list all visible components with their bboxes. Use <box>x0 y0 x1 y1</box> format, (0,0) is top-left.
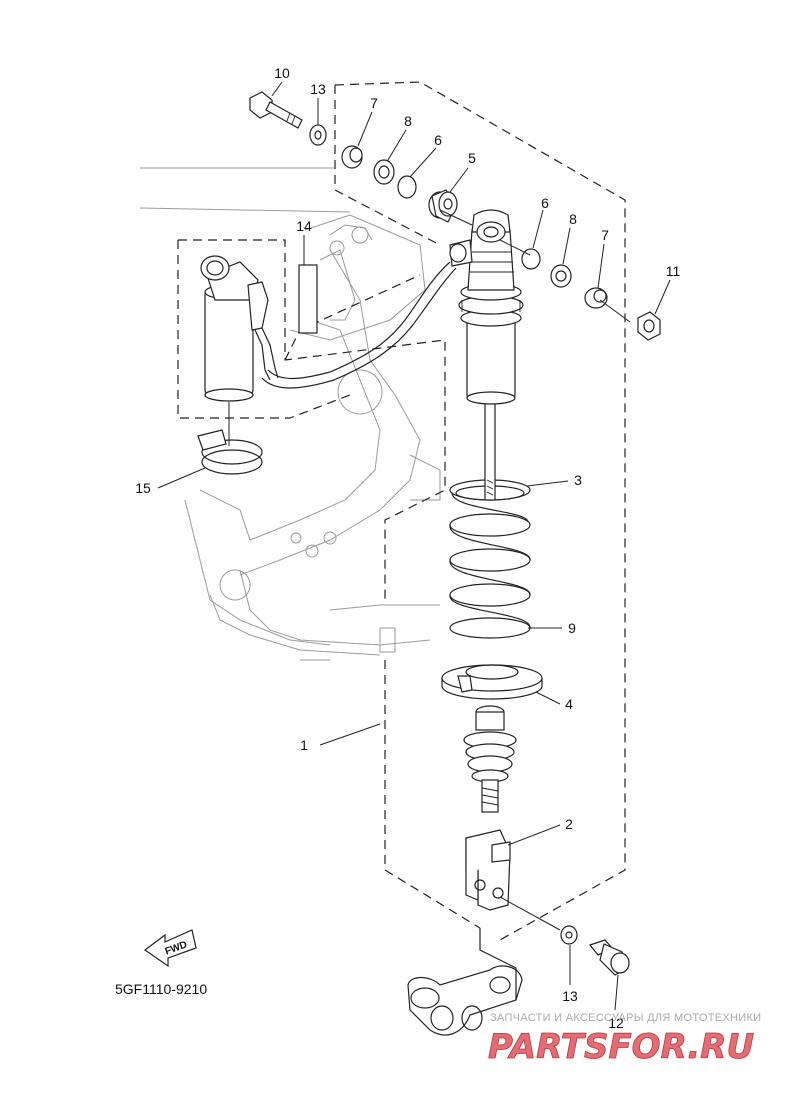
callout-3: 3 <box>574 472 582 488</box>
collar-7-left <box>341 145 363 169</box>
lower-bolt-leader <box>499 896 561 931</box>
nut-11 <box>637 311 661 341</box>
relay-arm <box>407 928 523 1036</box>
callout-11: 11 <box>666 263 681 279</box>
callout-7-right: 7 <box>601 227 609 243</box>
watermark-logo: PARTSFOR.RU <box>488 1027 754 1067</box>
shock-body <box>261 209 524 501</box>
frame-outline <box>139 167 441 661</box>
label-plate <box>298 264 318 334</box>
callout-15: 15 <box>135 480 151 496</box>
callout-8-left: 8 <box>404 113 412 129</box>
bearing-leader <box>439 209 473 226</box>
spring-seat <box>441 664 543 700</box>
callout-7-left: 7 <box>370 95 378 111</box>
callout-2: 2 <box>565 816 573 832</box>
watermark-tagline: ЗАПЧАСТИ И АКСЕССУАРЫ ДЛЯ МОТОТЕХНИКИ <box>490 1012 761 1024</box>
shock-reservoir <box>200 255 279 402</box>
hose-clamp <box>197 429 263 475</box>
callout-numbers: 1 2 3 4 5 6 6 7 7 8 8 9 10 11 12 13 13 1… <box>135 65 680 1031</box>
assembly-boundary <box>177 81 626 941</box>
callout-leaders <box>157 81 671 1011</box>
oil-seal-8-left <box>373 159 395 185</box>
nut-leader <box>599 299 631 323</box>
callout-4: 4 <box>565 696 573 712</box>
lower-clevis <box>465 829 511 911</box>
callout-9: 9 <box>568 620 576 636</box>
head-leader <box>499 239 531 256</box>
lower-shock-body <box>463 705 517 840</box>
bearing-5 <box>428 189 458 223</box>
o-ring-6-right <box>521 248 541 270</box>
callout-10: 10 <box>274 65 290 81</box>
bolt-12 <box>588 939 630 976</box>
callout-6-left: 6 <box>434 132 442 148</box>
callout-13-top: 13 <box>310 81 326 97</box>
callout-1: 1 <box>300 737 308 753</box>
callout-14: 14 <box>296 218 312 234</box>
part-code: 5GF1110-9210 <box>115 981 207 997</box>
shock-spring <box>449 479 531 639</box>
o-ring-6-left <box>397 175 417 199</box>
collar-7-right <box>584 287 608 309</box>
washer-13-top <box>309 124 327 146</box>
fwd-arrow-icon: FWD <box>143 929 197 968</box>
washer-13-bottom <box>560 925 578 945</box>
oil-seal-8-right <box>550 264 572 288</box>
bolt <box>249 91 303 129</box>
callout-5: 5 <box>468 150 476 166</box>
callout-8-right: 8 <box>569 211 577 227</box>
callout-6-right: 6 <box>541 195 549 211</box>
callout-13-bottom: 13 <box>562 988 578 1004</box>
callout-12: 12 <box>608 1015 624 1031</box>
watermark: ЗАПЧАСТИ И АКСЕССУАРЫ ДЛЯ МОТОТЕХНИКИ PA… <box>488 1012 761 1067</box>
